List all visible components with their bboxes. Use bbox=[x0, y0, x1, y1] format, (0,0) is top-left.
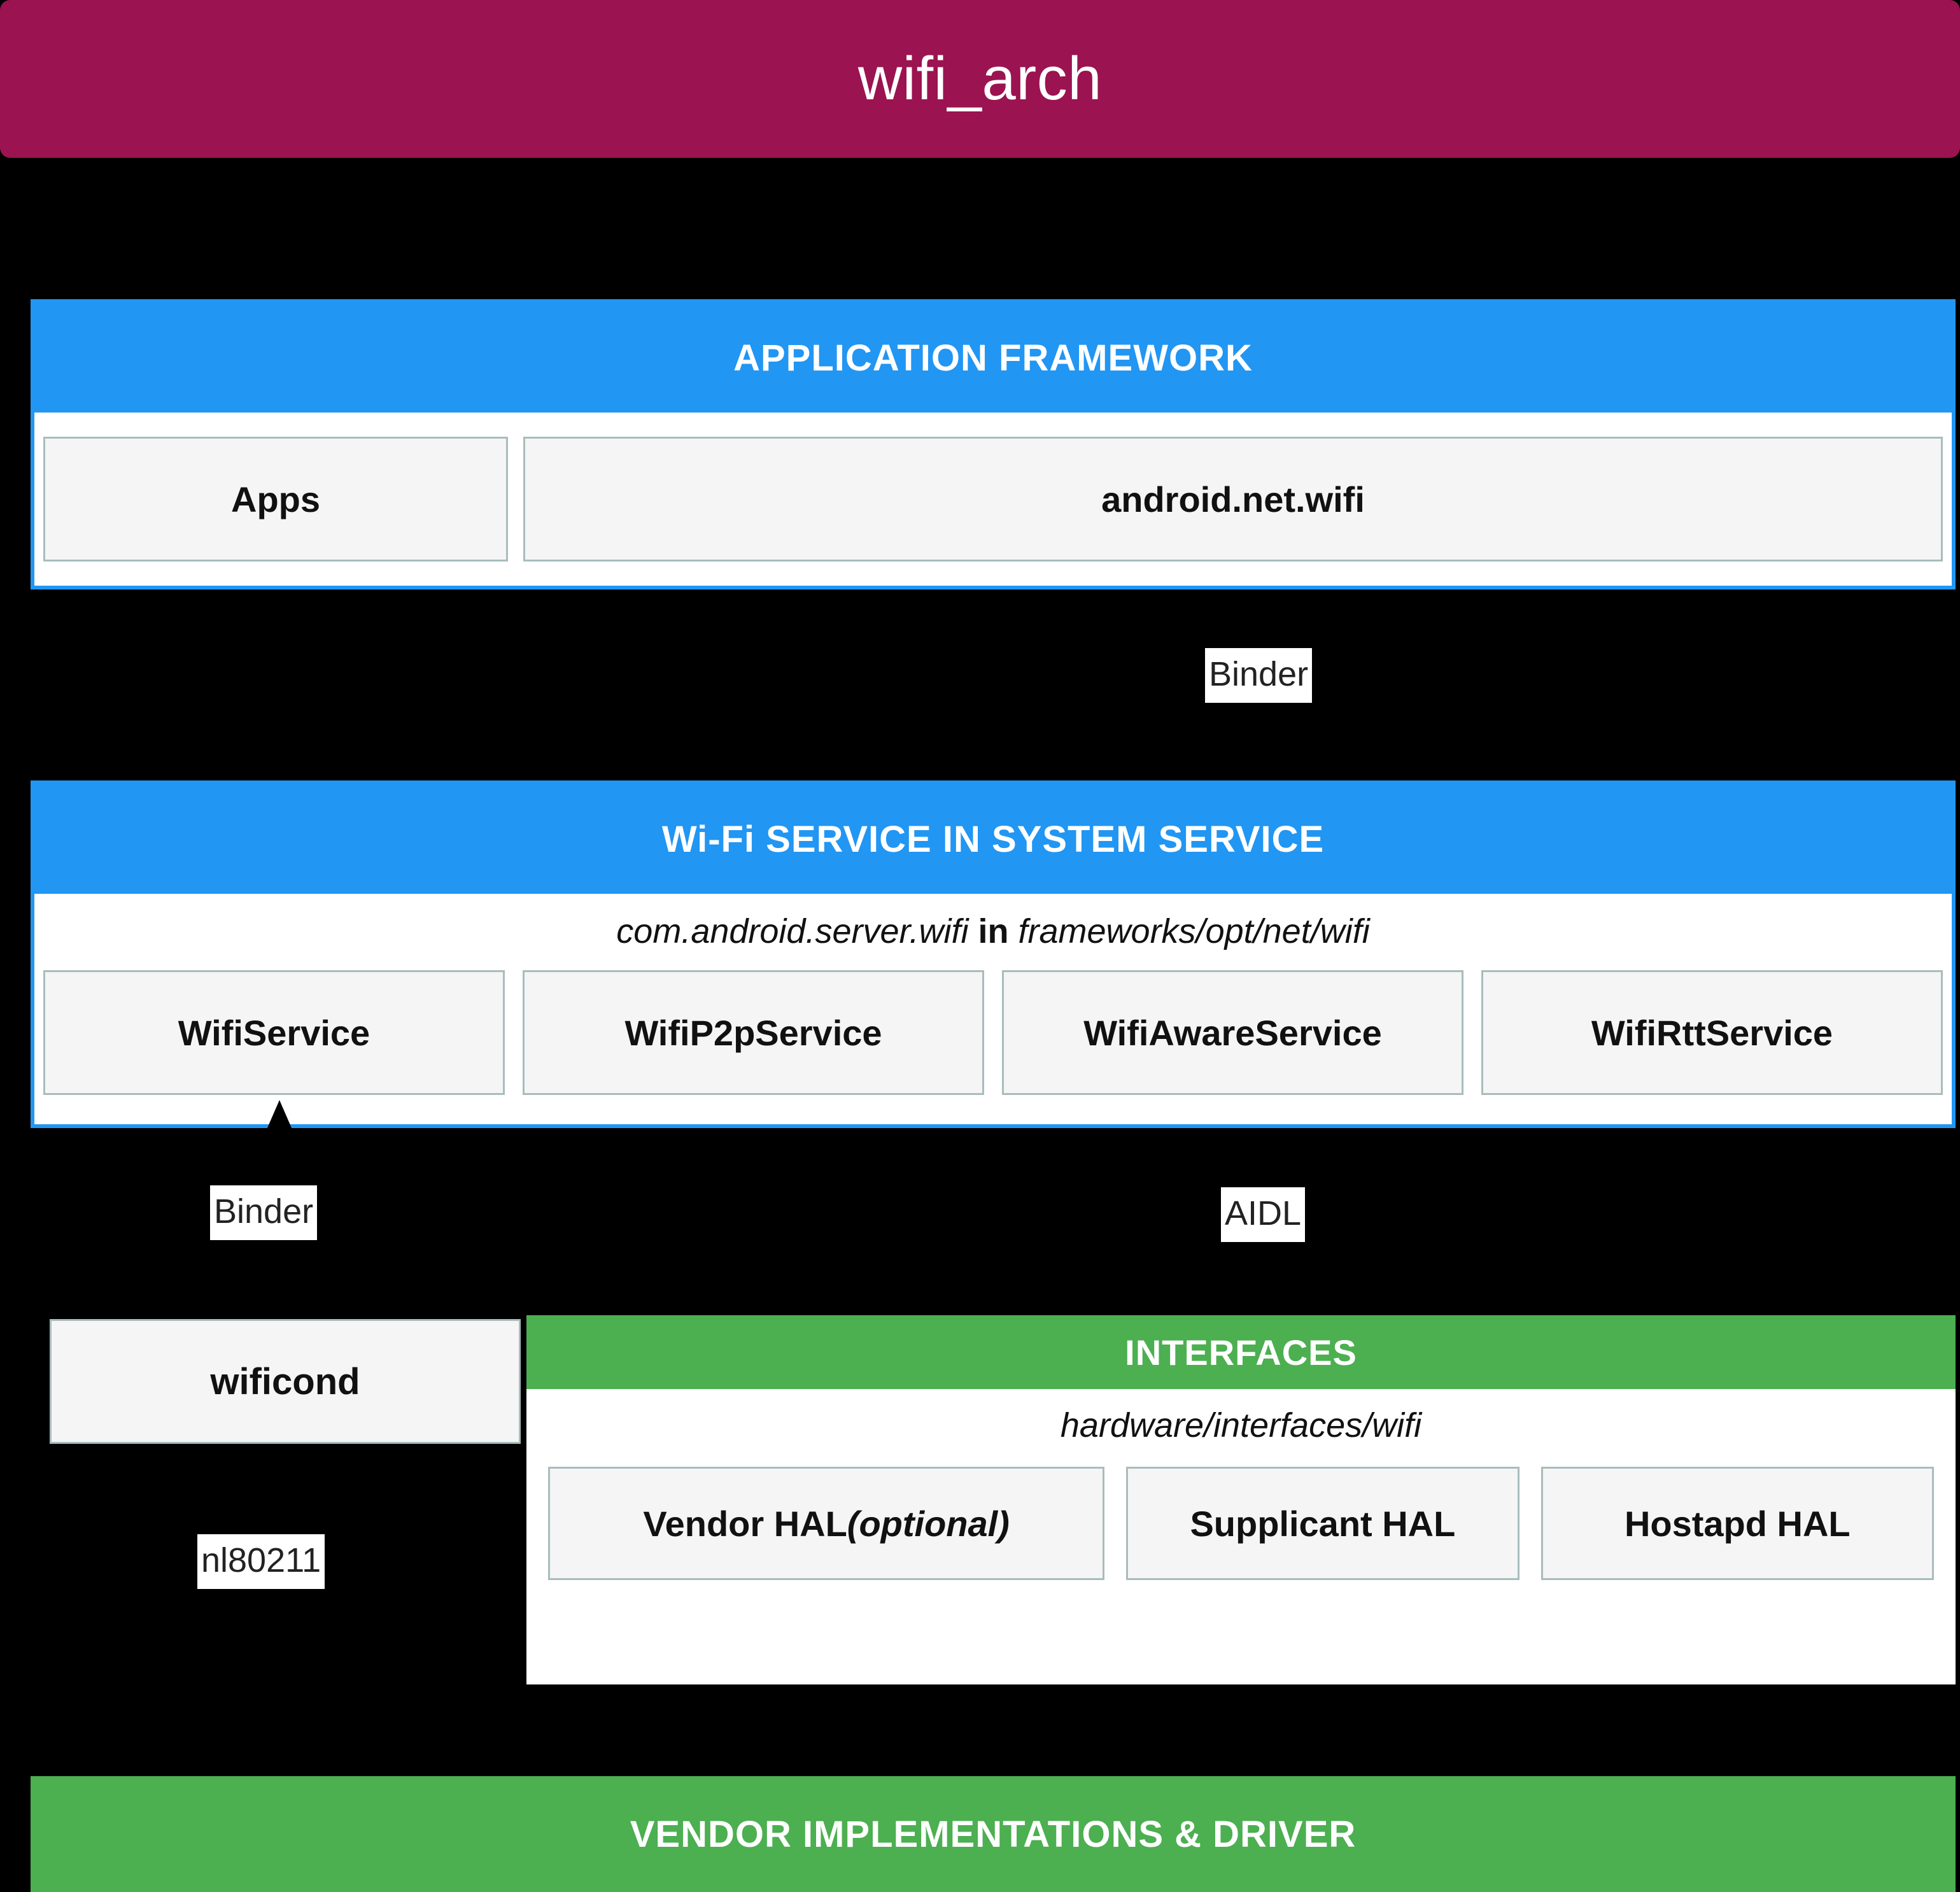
layer-wifi-service: Wi-Fi SERVICE IN SYSTEM SERVICE com.andr… bbox=[31, 780, 1956, 1128]
node-hostapd-hal[interactable]: Hostapd HAL bbox=[1541, 1467, 1934, 1580]
package-path-interfaces: hardware/interfaces/wifi bbox=[1060, 1406, 1422, 1444]
node-apps[interactable]: Apps bbox=[43, 437, 508, 561]
package-name: com.android.server.wifi bbox=[616, 912, 969, 950]
node-hostapd-hal-label: Hostapd HAL bbox=[1624, 1503, 1851, 1544]
node-wifip2pservice-label: WifiP2pService bbox=[624, 1012, 882, 1053]
package-directory: frameworks/opt/net/wifi bbox=[1018, 912, 1370, 950]
edge-label-binder-framework: Binder bbox=[1205, 648, 1313, 703]
band-vendor-implementations: VENDOR IMPLEMENTATIONS & DRIVER bbox=[31, 1776, 1956, 1892]
layer-application-framework: APPLICATION FRAMEWORK Apps android.net.w… bbox=[31, 299, 1956, 589]
page-title: wifi_arch bbox=[857, 45, 1103, 113]
package-path-wifi-service: com.android.server.wifi in frameworks/op… bbox=[616, 912, 1369, 951]
node-wifip2pservice[interactable]: WifiP2pService bbox=[523, 970, 984, 1095]
band-interfaces: INTERFACES bbox=[526, 1315, 1956, 1389]
node-android-net-wifi-label: android.net.wifi bbox=[1101, 479, 1365, 519]
node-supplicant-hal[interactable]: Supplicant HAL bbox=[1126, 1467, 1519, 1580]
node-wificond[interactable]: wificond bbox=[50, 1319, 521, 1444]
band-wifi-service: Wi-Fi SERVICE IN SYSTEM SERVICE bbox=[34, 784, 1952, 894]
edge-label-nl80211: nl80211 bbox=[197, 1534, 325, 1589]
node-supplicant-hal-label: Supplicant HAL bbox=[1190, 1503, 1456, 1544]
node-wifirttservice-label: WifiRttService bbox=[1591, 1012, 1833, 1053]
package-joiner: in bbox=[978, 912, 1009, 950]
window-title-bar: wifi_arch bbox=[0, 0, 1960, 158]
node-wifiservice-label: WifiService bbox=[178, 1012, 370, 1053]
node-wifirttservice[interactable]: WifiRttService bbox=[1481, 970, 1943, 1095]
band-application-framework: APPLICATION FRAMEWORK bbox=[34, 303, 1952, 413]
node-wifiservice[interactable]: WifiService bbox=[43, 970, 505, 1095]
layer-interfaces: INTERFACES hardware/interfaces/wifi Vend… bbox=[526, 1315, 1956, 1684]
node-wificond-label: wificond bbox=[210, 1360, 360, 1402]
arrowhead-up-into-wifiservice bbox=[267, 1100, 292, 1129]
node-vendor-hal-label: Vendor HAL bbox=[643, 1503, 847, 1544]
node-wifiawareservice-label: WifiAwareService bbox=[1083, 1012, 1382, 1053]
node-vendor-hal-optional: (optional) bbox=[847, 1503, 1010, 1544]
node-vendor-hal[interactable]: Vendor HAL (optional) bbox=[548, 1467, 1105, 1580]
node-wifiawareservice[interactable]: WifiAwareService bbox=[1002, 970, 1463, 1095]
edge-label-aidl: AIDL bbox=[1221, 1187, 1306, 1242]
node-apps-label: Apps bbox=[231, 479, 320, 519]
node-android-net-wifi[interactable]: android.net.wifi bbox=[523, 437, 1943, 561]
edge-label-binder-wificond: Binder bbox=[210, 1185, 318, 1240]
